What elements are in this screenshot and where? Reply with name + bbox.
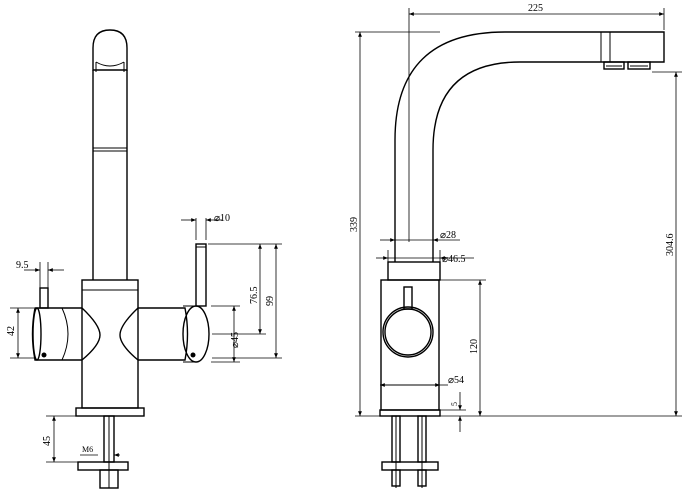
dim-body-height: 42 (6, 307, 34, 359)
svg-text:⌀54: ⌀54 (448, 375, 464, 386)
dim-handle-heights: 76.5 99 (208, 243, 282, 359)
dim-base-thickness: 5 (440, 392, 466, 432)
dim-body-height: 120 (440, 279, 486, 416)
dim-total-height: 339 (349, 31, 440, 417)
curved-spout (394, 31, 665, 262)
diameter-symbol: ⌀ (448, 375, 454, 386)
dim-reach: 225 (408, 3, 665, 242)
diameter-symbol: ⌀ (442, 254, 448, 265)
dim-body-diameter: ⌀45 (211, 305, 241, 363)
dim-value: 339 (349, 217, 360, 232)
dim-value: 54 (454, 375, 464, 386)
dim-column-diameter: ⌀46.5 (376, 250, 474, 265)
svg-text:⌀10: ⌀10 (214, 213, 230, 224)
spout-column (92, 70, 128, 280)
dim-value: 10 (220, 213, 230, 224)
dim-value: 42 (6, 326, 17, 336)
diameter-symbol: ⌀ (214, 213, 220, 224)
svg-text:⌀46.5: ⌀46.5 (442, 254, 466, 265)
right-handle-stick (195, 243, 207, 307)
right-lever (119, 305, 210, 363)
dim-spout-height: 304.6 (440, 71, 682, 417)
central-body (81, 279, 139, 409)
dim-value: 99 (265, 296, 276, 306)
left-lever (31, 287, 101, 361)
dim-value: 45 (42, 436, 53, 446)
dim-value: 120 (469, 339, 480, 354)
dim-value: 304.6 (665, 234, 676, 257)
dim-thread: M6 (80, 445, 120, 457)
diameter-symbol: ⌀ (230, 342, 241, 348)
svg-text:⌀28: ⌀28 (440, 230, 456, 241)
side-base (379, 409, 441, 488)
diameter-symbol: ⌀ (440, 230, 446, 241)
dim-value: 28 (446, 230, 456, 241)
side-view: 225 339 304.6 ⌀28 (349, 3, 682, 488)
dim-spout-diameter: ⌀28 (380, 230, 460, 242)
dim-lever-width: 9.5 (16, 260, 64, 290)
dim-value: 225 (528, 3, 543, 14)
svg-text:⌀45: ⌀45 (230, 332, 241, 348)
dim-value: 5 (450, 402, 459, 406)
dim-base-diameter: ⌀54 (380, 375, 464, 387)
dim-value: M6 (82, 445, 93, 454)
dim-value: 46.5 (448, 254, 466, 265)
dim-value: 45 (230, 332, 241, 342)
spout-collar (387, 261, 441, 281)
side-lever (382, 286, 434, 358)
dim-shank-length: 45 (42, 415, 104, 463)
dim-value: 9.5 (16, 260, 29, 271)
dim-handle-diameter: ⌀10 (181, 213, 230, 240)
dim-value: 76.5 (249, 287, 260, 305)
front-base (75, 407, 145, 489)
front-view: ⌀10 9.5 42 76.5 99 (6, 29, 282, 489)
spout-cap (92, 29, 128, 71)
aerator (603, 61, 651, 70)
